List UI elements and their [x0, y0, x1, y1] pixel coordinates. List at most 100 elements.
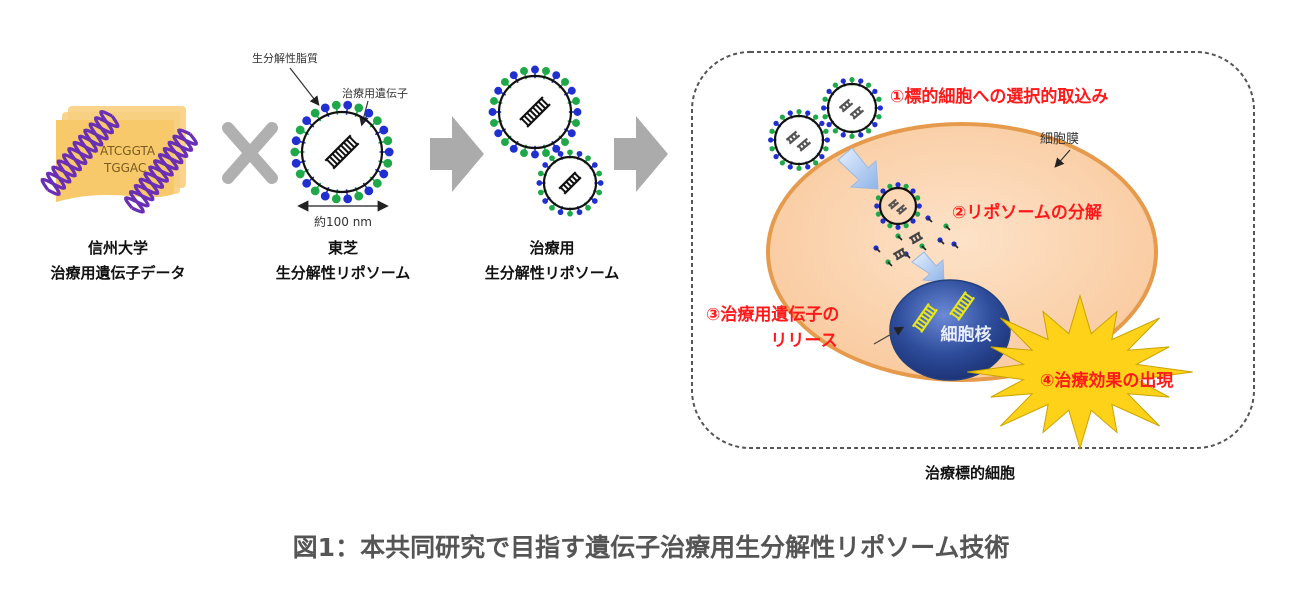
lipid-head — [875, 195, 881, 201]
helix-strand — [40, 115, 120, 191]
gene-ladder — [785, 130, 801, 145]
lipid-head — [585, 204, 591, 211]
toshiba-label-line-2: 生分解性リポソーム — [276, 264, 411, 282]
lipid-fragment-tail — [945, 225, 951, 231]
lipid-head — [384, 147, 394, 157]
lipid-head — [591, 162, 598, 168]
lipid-head — [915, 195, 921, 201]
lipid-head — [343, 100, 353, 110]
lipid-head — [910, 218, 916, 224]
lipid-head — [849, 77, 855, 83]
lipid-head — [537, 189, 544, 196]
effect-burst-icon — [967, 293, 1193, 451]
lipid-head — [490, 119, 498, 127]
lipid-head — [832, 128, 838, 134]
lipid-head — [291, 158, 301, 168]
degraded-lipid-fragments — [873, 215, 959, 267]
lipid-head — [768, 137, 774, 143]
lipid-bilayer — [497, 74, 573, 150]
lipid-head — [887, 183, 893, 189]
lipid-head — [354, 103, 364, 113]
lipid-head — [822, 114, 828, 120]
lipid-head — [383, 136, 393, 146]
liposome-icon — [768, 109, 830, 171]
gene-ladder — [849, 105, 865, 120]
gene-ladder — [911, 303, 939, 333]
step-2-label: ②リポソームの分解 — [952, 202, 1102, 223]
lipid-head — [880, 188, 886, 194]
lipid-head — [291, 136, 301, 146]
lipid-head — [520, 149, 528, 157]
lipid-head — [874, 203, 880, 209]
gene-ladder — [324, 134, 360, 170]
lipid-head — [531, 65, 539, 74]
multiply-icon — [222, 122, 278, 184]
lipid-head — [591, 198, 598, 204]
lipid-bilayer — [878, 186, 918, 226]
lipid-head — [787, 110, 793, 116]
lipid-head — [796, 109, 802, 115]
lipid-head — [549, 155, 555, 162]
lipid-head — [880, 218, 886, 224]
lipid-head — [320, 191, 330, 201]
lipid-head — [567, 129, 576, 138]
lipid-head — [509, 144, 518, 153]
lipid-head — [295, 125, 305, 135]
lipid-head — [576, 150, 583, 157]
liposome-icon — [488, 65, 582, 159]
gene-ladder — [887, 198, 900, 210]
lipid-fragment-tail — [927, 217, 933, 223]
lipid-head — [549, 204, 555, 211]
lipid-head — [819, 154, 825, 160]
lipid-head — [819, 120, 825, 126]
lipid-head — [567, 210, 573, 217]
lipid-head — [895, 182, 901, 188]
target-cell-label: 治療標的細胞 — [925, 464, 1015, 482]
lipid-head — [572, 97, 580, 105]
gene-data-panel: ATCGGTA TGGAC 信州大学 治療用遺伝子データ — [40, 106, 198, 282]
cell-nucleus — [889, 279, 1011, 381]
lipid-head — [826, 122, 832, 128]
lipid-head — [876, 114, 882, 120]
lipid-fragment-tail — [953, 243, 959, 249]
lipid-head — [840, 78, 846, 84]
lipid-head — [379, 125, 389, 135]
membrane-pointer — [1054, 149, 1071, 168]
lipid-head — [302, 178, 312, 188]
dna-helix-icon — [124, 128, 198, 214]
dna-helix-icon — [40, 109, 120, 197]
dna-sequence-line-1: ATCGGTA — [100, 144, 156, 158]
lipid-head — [858, 132, 864, 138]
release-pointer — [873, 326, 905, 345]
lipid-head — [823, 128, 829, 134]
lipid-head — [295, 169, 305, 179]
lipid-head — [552, 71, 561, 80]
dna-sequence-line-2: TGGAC — [103, 161, 146, 175]
lipid-head — [866, 128, 872, 134]
therapeutic-liposome-label-line-1: 治療用 — [529, 239, 574, 257]
lipid-head — [796, 165, 802, 171]
lipid-head — [290, 147, 300, 157]
lipid-head — [779, 114, 785, 120]
lipid-head — [552, 144, 561, 153]
lipid-head — [320, 103, 330, 113]
lipid-head — [501, 78, 509, 86]
lipid-fragment-tail — [921, 245, 927, 251]
gene-ladder — [948, 291, 976, 321]
lipid-head — [916, 203, 922, 209]
step-3-label-line-2: リリース — [770, 331, 837, 351]
lipid-head — [557, 209, 564, 216]
liposome-icon — [821, 77, 883, 139]
lipid-head — [822, 96, 828, 102]
lipid-head — [866, 82, 872, 88]
gene-ladder — [519, 96, 551, 128]
lipid-head — [596, 189, 603, 196]
lipid-head — [876, 96, 882, 102]
lipid-head — [769, 128, 775, 134]
target-cell-boundary — [691, 51, 1255, 449]
lipid-head — [840, 132, 846, 138]
lipid-head — [576, 209, 583, 216]
lipid-head — [858, 78, 864, 84]
gene-data-label-line-1: 信州大学 — [88, 239, 148, 257]
step-3-label-line-1: ③治療用遺伝子の — [706, 304, 839, 325]
